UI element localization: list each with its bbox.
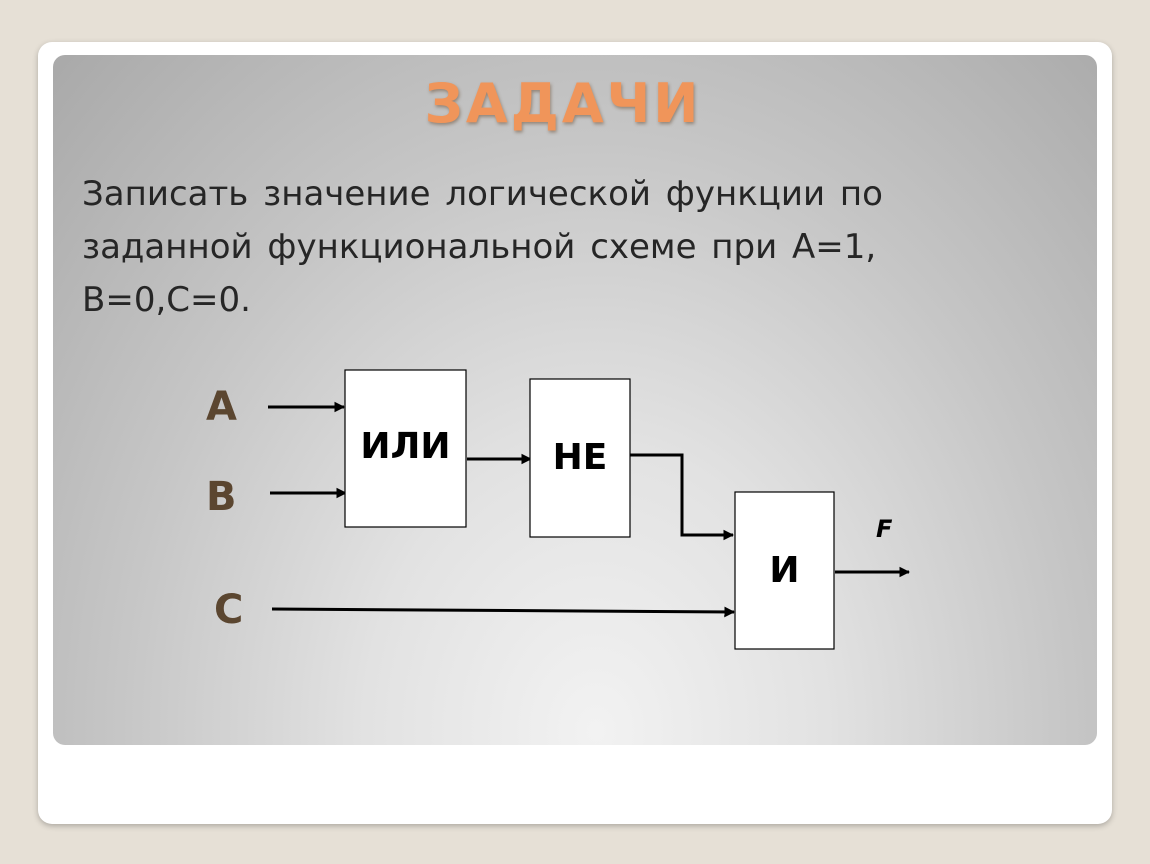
gate-and-label: И	[769, 550, 799, 591]
gate-not-box	[529, 378, 631, 538]
input-label-b: B	[206, 474, 237, 520]
task-text: Записать значение логической функции по …	[82, 174, 883, 320]
gate-not-label: НЕ	[553, 437, 608, 478]
input-label-c: C	[214, 587, 243, 633]
input-label-a: A	[206, 384, 237, 430]
slide-title: ЗАДАЧИ	[424, 72, 702, 135]
gate-or-label: ИЛИ	[360, 426, 450, 467]
gate-or-box	[344, 369, 467, 528]
output-label-f: F	[876, 515, 893, 543]
gate-and-box	[734, 491, 835, 650]
wire-not-to-and	[630, 453, 735, 541]
wire-c-to-and	[271, 606, 736, 618]
